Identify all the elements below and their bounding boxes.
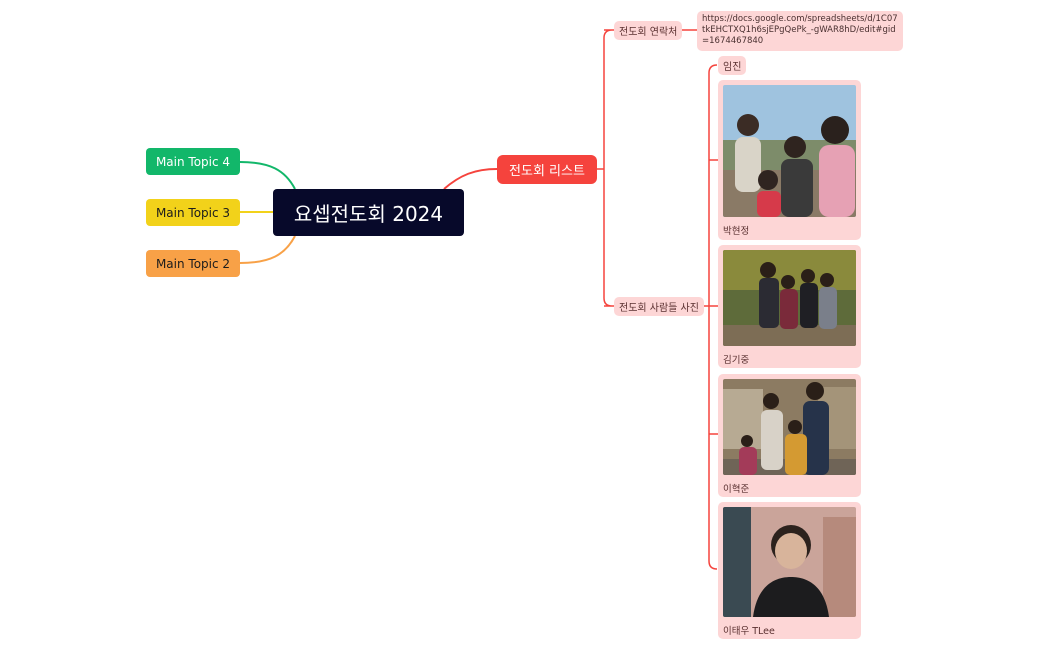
contacts-node[interactable]: 전도회 연락처 <box>614 21 683 40</box>
photo-caption-1: 박현정 <box>723 226 750 237</box>
main-topic-3[interactable]: Main Topic 3 <box>146 199 240 226</box>
main-topic-2[interactable]: Main Topic 2 <box>146 250 240 277</box>
connector-topic2 <box>239 235 296 264</box>
photo-caption-4: 이태우 TLee <box>723 626 775 637</box>
central-topic[interactable]: 요셉전도회 2024 <box>273 189 464 236</box>
family-photo-3 <box>723 379 856 475</box>
photo-card-3[interactable]: 이혁준 <box>718 374 861 497</box>
branch-list-node[interactable]: 전도회 리스트 <box>497 155 597 184</box>
family-photo-2 <box>723 250 856 346</box>
photos-node[interactable]: 전도회 사람들 사진 <box>614 297 704 316</box>
photo-card-4[interactable]: 이태우 TLee <box>718 502 861 639</box>
leader-node[interactable]: 임진 <box>718 56 747 75</box>
contacts-url-link[interactable]: https://docs.google.com/spreadsheets/d/1… <box>697 11 903 51</box>
connector-branch <box>443 168 498 190</box>
family-photo-1 <box>723 85 856 217</box>
connector-topic4 <box>239 161 296 190</box>
connector-subs <box>597 29 614 307</box>
connector-photos <box>700 64 718 570</box>
photo-card-1[interactable]: 박현정 <box>718 80 861 240</box>
photo-caption-2: 김기중 <box>723 355 750 366</box>
main-topic-4[interactable]: Main Topic 4 <box>146 148 240 175</box>
photo-caption-3: 이혁준 <box>723 484 750 495</box>
photo-card-2[interactable]: 김기중 <box>718 245 861 368</box>
person-photo-4 <box>723 507 856 617</box>
